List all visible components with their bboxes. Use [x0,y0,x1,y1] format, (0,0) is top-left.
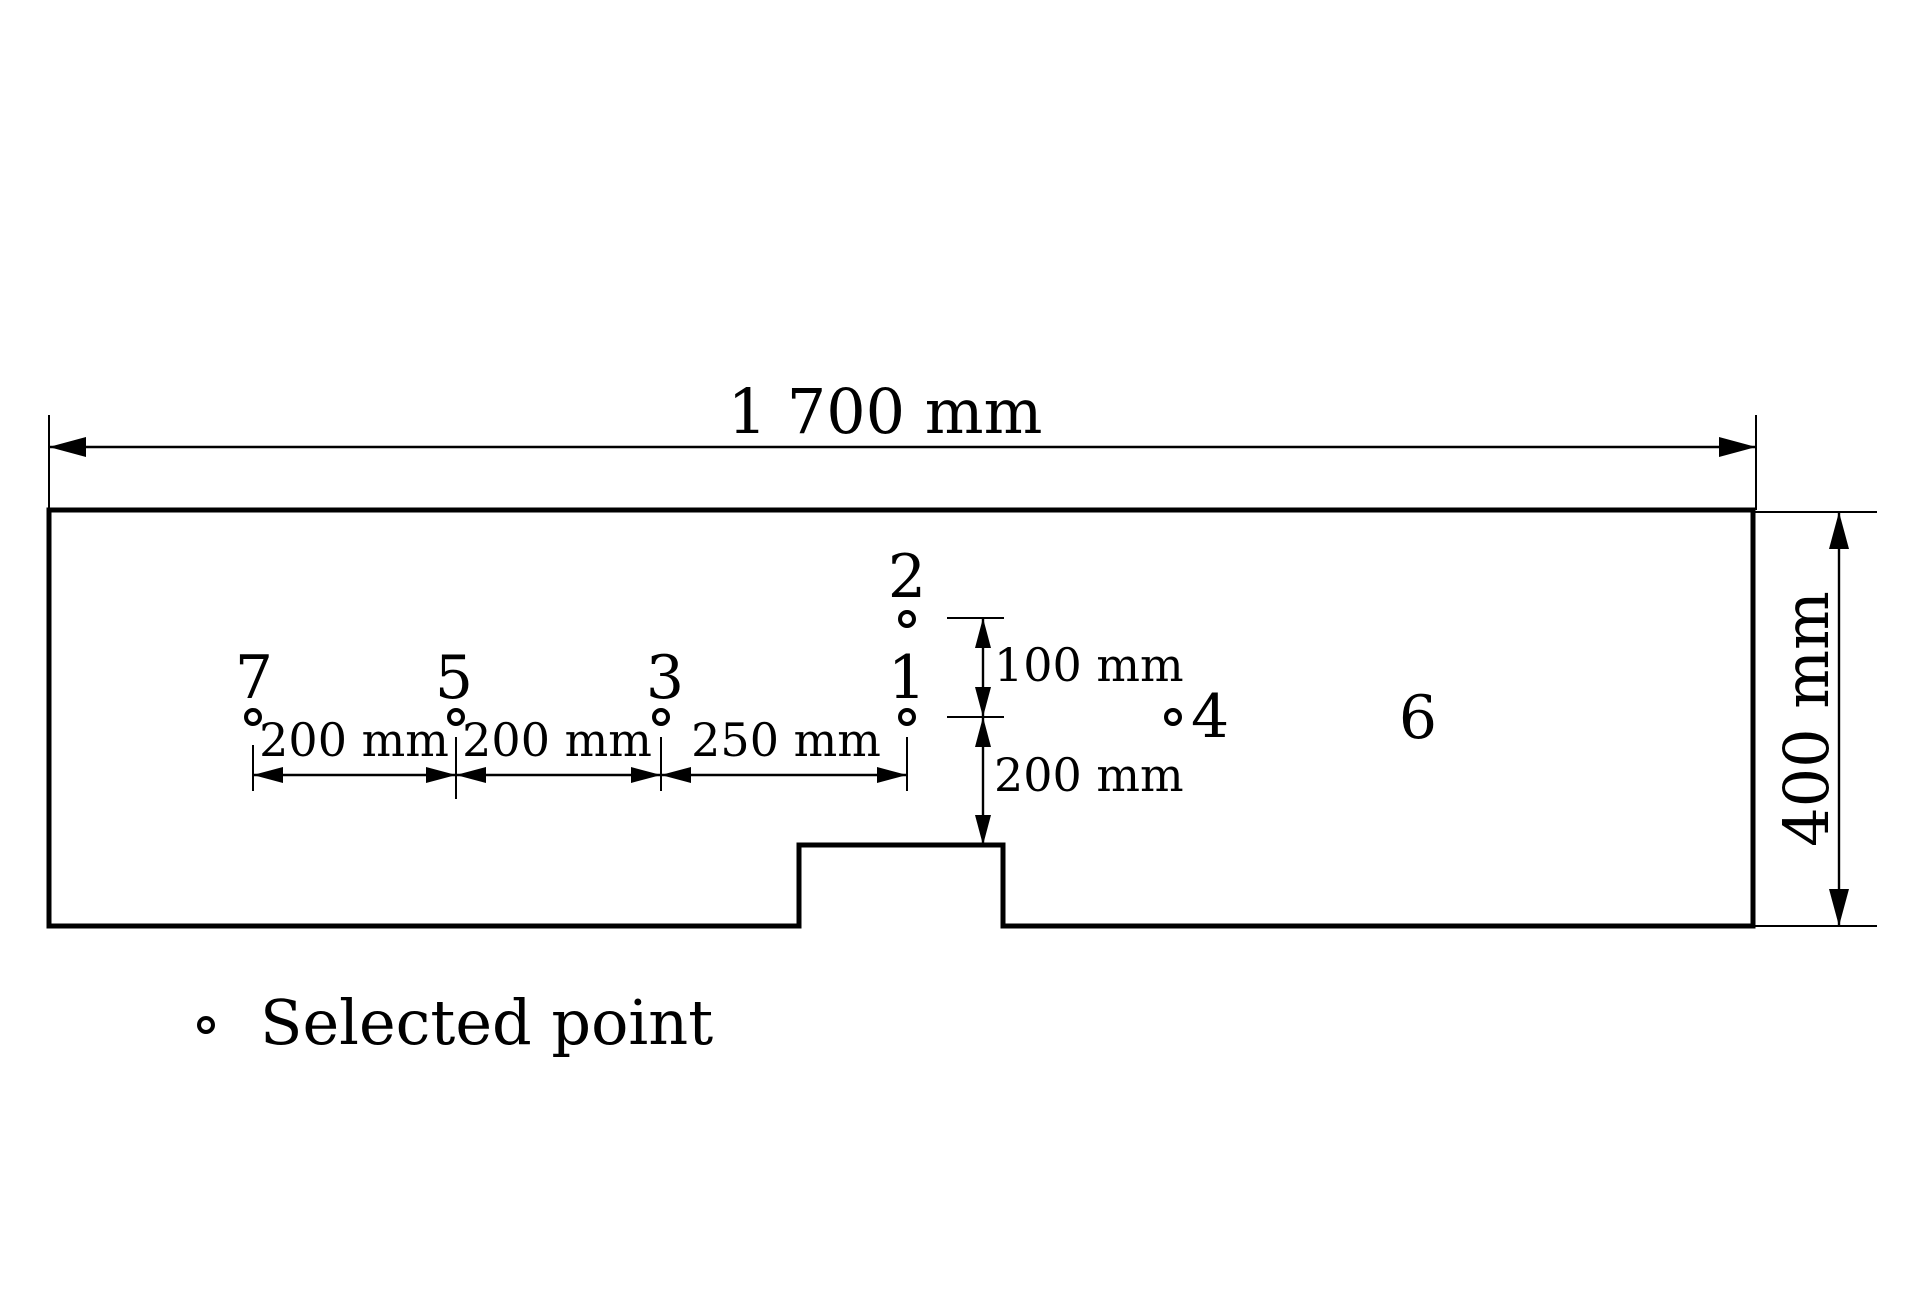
arrowhead-upper-top [975,618,991,648]
point-marker [652,708,670,726]
arrowhead-top [1829,512,1849,549]
point-label: 5 [435,643,473,713]
point-marker [898,708,916,726]
beam-outline [46,507,1756,929]
arrowhead-upper-bottom [975,687,991,717]
point-marker [447,708,465,726]
point-label: 6 [1399,683,1437,753]
point-label: 4 [1191,682,1229,752]
point-marker [898,610,916,628]
legend-label: Selected point [260,986,713,1059]
point-1: 1 [888,643,926,726]
point-label: 3 [646,643,684,713]
arrowhead-right [1719,437,1756,457]
point-marker [1164,708,1182,726]
point-6: 6 [1399,683,1437,753]
overall-height-label: 400 mm [1770,591,1843,847]
point-7: 7 [235,643,273,726]
arrowhead-lower-top [975,717,991,747]
arrowhead-lower-bottom [975,815,991,845]
arrowhead-5-right [426,767,456,783]
arrowhead-left [49,437,86,457]
spacing-3-1-label: 250 mm [691,713,881,767]
point-label: 1 [888,643,926,713]
arrowhead-3-right [631,767,661,783]
arrowhead-7-left [253,767,283,783]
point-5: 5 [435,643,473,726]
legend-point-marker [197,1016,215,1034]
horizontal-spacing-dimensions: 200 mm 200 mm 250 mm [252,713,908,799]
measurement-points: 1 2 3 4 5 6 7 [235,542,1437,753]
arrowhead-bottom [1829,889,1849,926]
arrowhead-3-left [661,767,691,783]
point-3: 3 [646,643,684,726]
point-4: 4 [1164,682,1229,752]
upper-offset-label: 100 mm [994,638,1184,692]
vertical-offset-dimensions: 100 mm 200 mm [947,617,1184,845]
overall-length-dimension: 1 700 mm [48,375,1757,510]
overall-height-dimension: 400 mm [1753,511,1877,927]
legend: Selected point [197,986,713,1059]
lower-offset-label: 200 mm [994,748,1184,802]
overall-length-label: 1 700 mm [728,375,1043,448]
arrowhead-1-right [877,767,907,783]
point-2: 2 [888,542,926,628]
point-marker [244,708,262,726]
point-label: 2 [888,542,926,612]
arrowhead-5-left [456,767,486,783]
spacing-5-3-label: 200 mm [462,713,652,767]
point-label: 7 [235,643,273,713]
spacing-7-5-label: 200 mm [259,713,449,767]
